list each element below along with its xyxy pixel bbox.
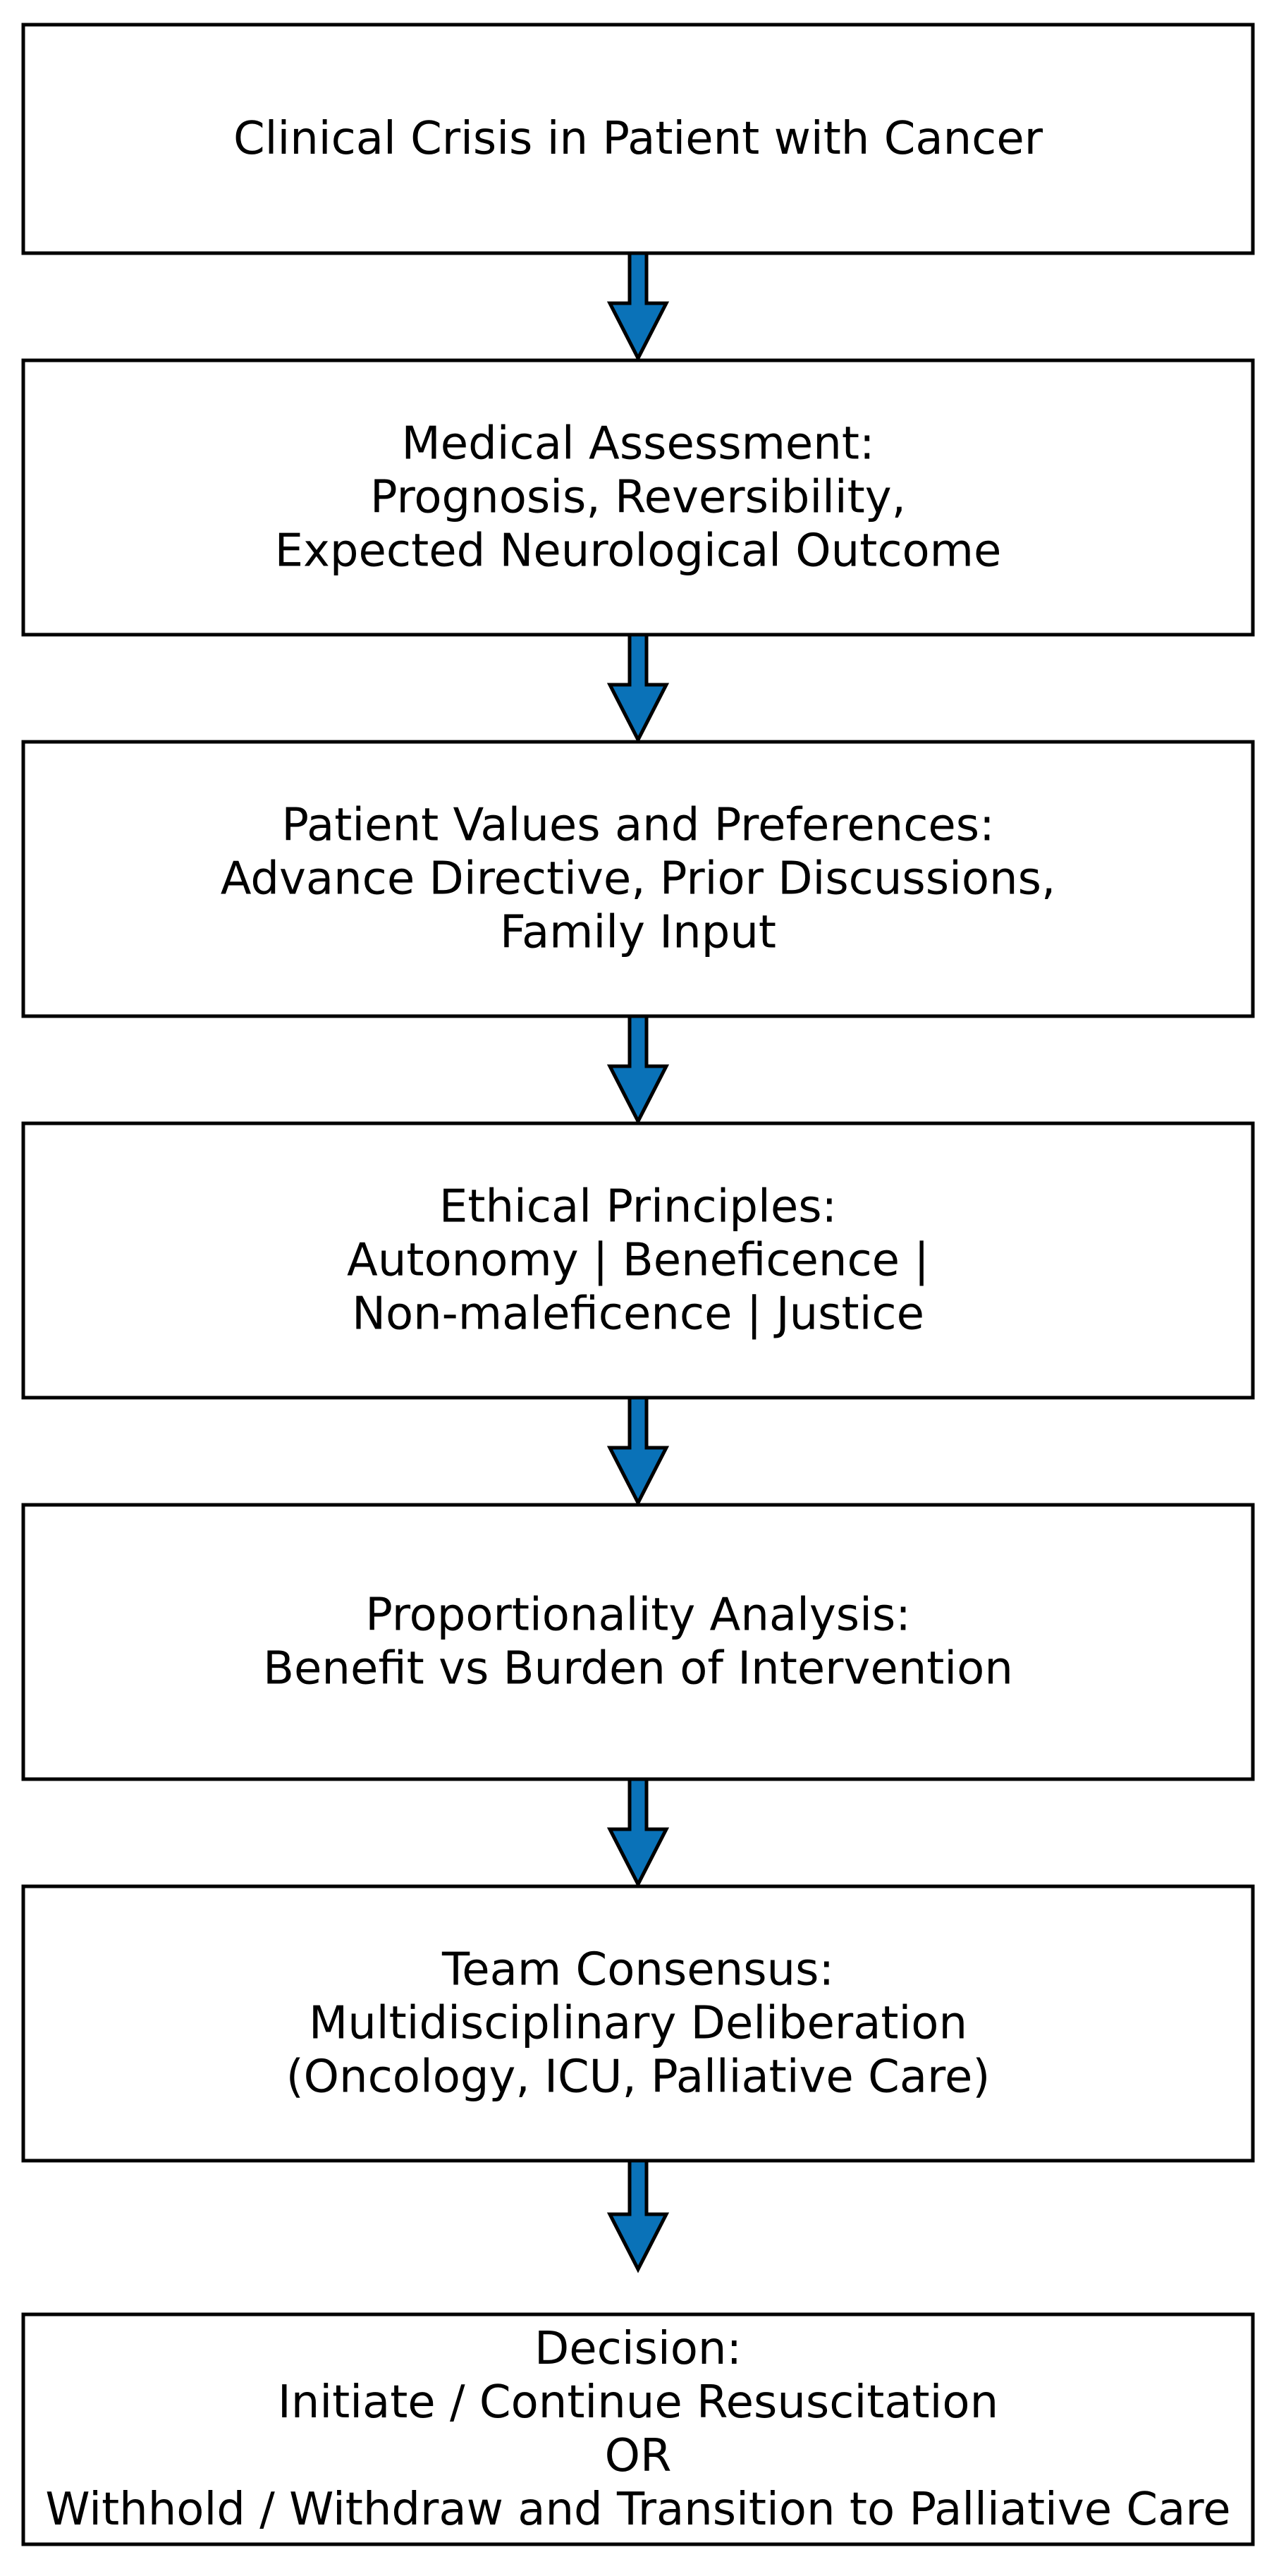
step-4-line-1: Ethical Principles: bbox=[439, 1181, 837, 1233]
step-box-3: Patient Values and Preferences:Advance D… bbox=[21, 740, 1255, 1018]
step-6-line-1: Team Consensus: bbox=[441, 1944, 834, 1996]
step-5-line-1: Proportionality Analysis: bbox=[365, 1589, 911, 1642]
step-box-frame bbox=[21, 1884, 1255, 2163]
step-box-frame bbox=[21, 358, 1255, 637]
step-box-frame bbox=[21, 2312, 1255, 2546]
step-box-frame bbox=[21, 740, 1255, 1018]
flow-boxes: Clinical Crisis in Patient with CancerMe… bbox=[21, 23, 1255, 2546]
step-6-line-3: (Oncology, ICU, Palliative Care) bbox=[286, 2051, 991, 2104]
step-box-frame bbox=[21, 23, 1255, 255]
step-7-line-2: Initiate / Continue Resuscitation bbox=[278, 2376, 998, 2429]
step-box-frame bbox=[21, 1121, 1255, 1400]
step-3-line-2: Advance Directive, Prior Discussions, bbox=[221, 853, 1056, 905]
step-box-1: Clinical Crisis in Patient with Cancer bbox=[21, 23, 1255, 255]
step-4-line-2: Autonomy | Beneficence | bbox=[347, 1235, 929, 1287]
step-box-5: Proportionality Analysis:Benefit vs Burd… bbox=[21, 1503, 1255, 1781]
arrow-down-icon bbox=[606, 1014, 670, 1125]
arrow-down-icon bbox=[606, 1396, 670, 1507]
step-7-line-4: Withhold / Withdraw and Transition to Pa… bbox=[45, 2484, 1230, 2536]
arrow-down-icon bbox=[606, 2159, 670, 2273]
arrow-down-icon bbox=[606, 633, 670, 744]
step-box-frame bbox=[21, 1503, 1255, 1781]
step-box-4: Ethical Principles:Autonomy | Beneficenc… bbox=[21, 1121, 1255, 1400]
step-2-line-3: Expected Neurological Outcome bbox=[275, 525, 1002, 578]
step-5-line-2: Benefit vs Burden of Intervention bbox=[263, 1643, 1013, 1695]
step-2-line-2: Prognosis, Reversibility, bbox=[370, 472, 906, 524]
step-box-6: Team Consensus:Multidisciplinary Deliber… bbox=[21, 1884, 1255, 2163]
arrow-down-icon bbox=[606, 1777, 670, 1888]
step-7-line-1: Decision: bbox=[534, 2323, 742, 2375]
step-3-line-3: Family Input bbox=[500, 907, 776, 959]
step-2-line-1: Medical Assessment: bbox=[402, 418, 875, 470]
step-7-line-3: OR bbox=[605, 2430, 672, 2482]
flow-arrows bbox=[606, 251, 670, 2273]
step-6-line-2: Multidisciplinary Deliberation bbox=[309, 1998, 967, 2050]
step-1-line-1: Clinical Crisis in Patient with Cancer bbox=[233, 113, 1043, 165]
step-box-2: Medical Assessment:Prognosis, Reversibil… bbox=[21, 358, 1255, 637]
step-box-7: Decision:Initiate / Continue Resuscitati… bbox=[21, 2312, 1255, 2546]
step-4-line-3: Non-maleficence | Justice bbox=[352, 1288, 924, 1341]
arrow-down-icon bbox=[606, 251, 670, 362]
step-3-line-1: Patient Values and Preferences: bbox=[281, 800, 994, 852]
